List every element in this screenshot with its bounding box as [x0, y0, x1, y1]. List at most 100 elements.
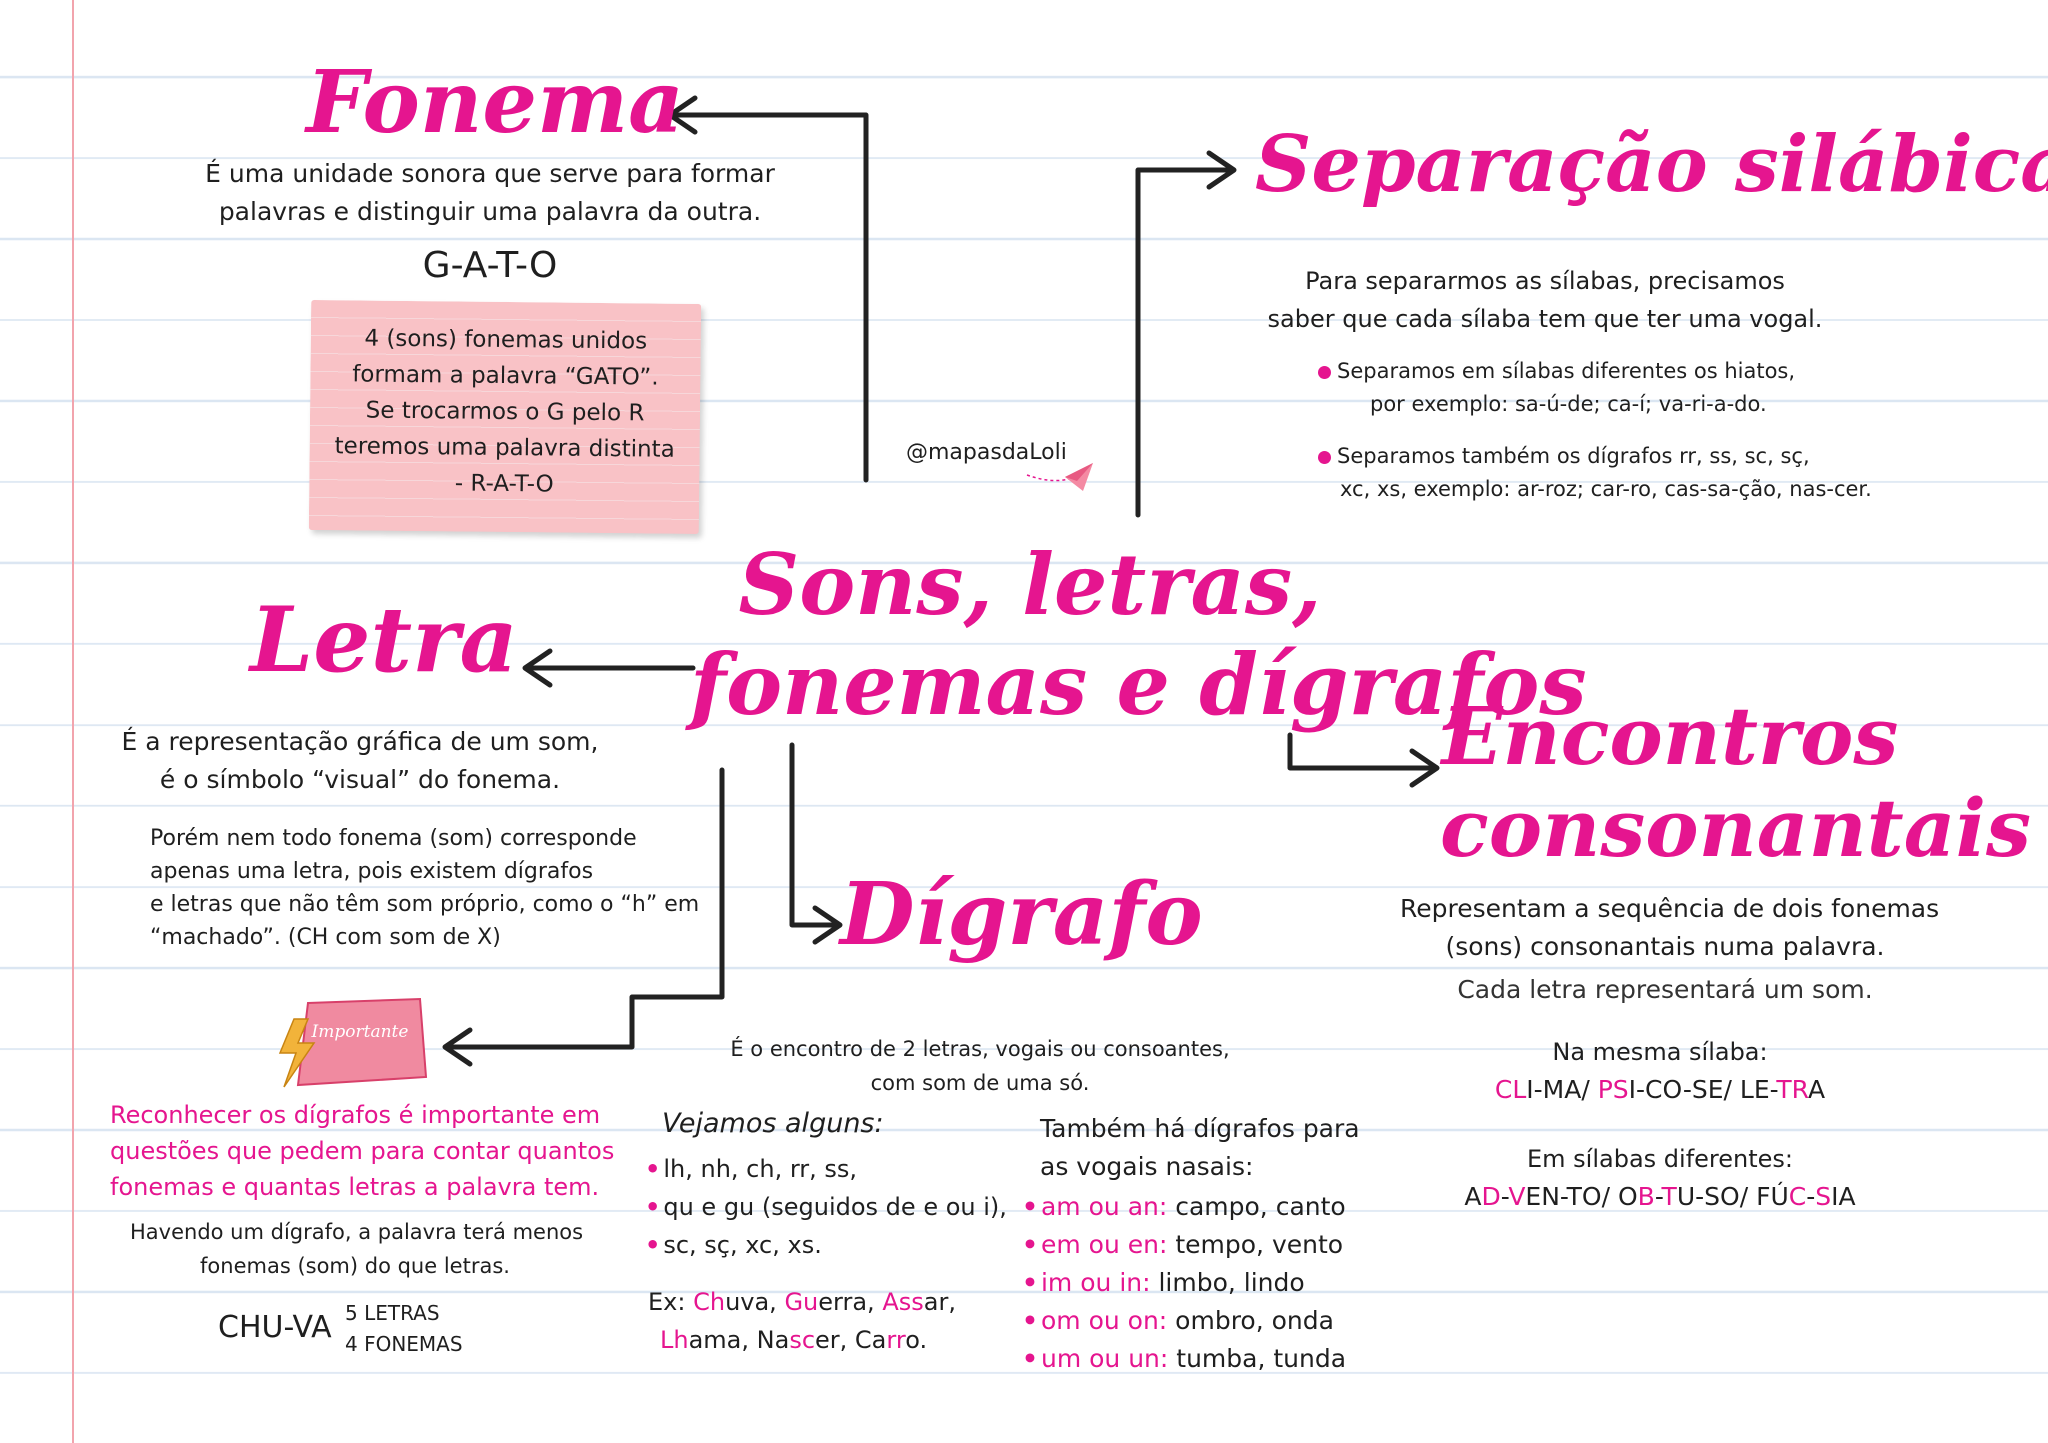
nasal-example: campo, canto — [1167, 1192, 1346, 1221]
highlight: Lh — [660, 1326, 689, 1354]
encontros-description: Representam a sequência de dois fonemas … — [1400, 890, 1940, 966]
center-title: Sons, letras, fonemas e dígrafos — [690, 535, 1587, 735]
digrafo-nasal-list: •am ou an: campo, canto •em ou en: tempo… — [1022, 1188, 1346, 1378]
letra-desc-line-1: É a representação gráfica de um som, — [121, 727, 599, 756]
fonema-desc-line-2: palavras e distinguir uma palavra da out… — [218, 197, 762, 226]
fonema-note-card: 4 (sons) fonemas unidos formam a palavra… — [308, 299, 702, 535]
example-letters-count: 5 LETRAS — [345, 1301, 440, 1325]
nasal-key: em ou en: — [1040, 1230, 1168, 1259]
text-part: Ca — [854, 1326, 887, 1354]
digrafo-desc-line-2: com som de uma só. — [870, 1071, 1090, 1095]
text-part: EN-TO/ O — [1525, 1182, 1638, 1211]
text-part: I-CO-SE/ LE- — [1628, 1075, 1777, 1104]
digrafo-desc-line-1: É o encontro de 2 letras, vogais ou cons… — [730, 1037, 1230, 1061]
nasal-example: tempo, vento — [1167, 1230, 1344, 1259]
encontros-desc2: Cada letra representará um som. — [1457, 975, 1873, 1004]
text-part: - — [1806, 1182, 1816, 1211]
encontros-same-label: Na mesma sílaba: — [1552, 1038, 1768, 1066]
highlight-d: D — [1481, 1182, 1501, 1211]
fonema-desc-line-1: É uma unidade sonora que serve para form… — [205, 159, 775, 188]
notebook-margin-line — [72, 0, 74, 1443]
nasal-key: om ou on: — [1040, 1306, 1168, 1335]
importante-badge-label: Importante — [311, 1022, 409, 1042]
text-part: - — [1500, 1182, 1509, 1211]
highlight: sc — [789, 1326, 816, 1354]
highlight-b: B — [1637, 1182, 1655, 1211]
digrafo-title: Dígrafo — [840, 864, 1203, 965]
fonema-note-line-3: Se trocarmos o G pelo R — [365, 397, 645, 427]
separacao-bullet-1-line-1: Separamos em sílabas diferentes os hiato… — [1337, 359, 1796, 383]
highlight-tr: TR — [1776, 1075, 1809, 1104]
fonema-note-line-1: 4 (sons) fonemas unidos — [364, 325, 648, 355]
highlight: Ch — [693, 1288, 726, 1316]
highlight-cl: CL — [1494, 1075, 1527, 1104]
letra-title: Letra — [250, 587, 518, 693]
text-part: U-SO/ FÚ — [1676, 1182, 1789, 1211]
importante-text-line-1: Reconhecer os dígrafos é importante em — [110, 1101, 601, 1129]
letra-detail: Porém nem todo fonema (som) corresponde … — [150, 822, 699, 954]
encontros-desc-line-1: Representam a sequência de dois fonemas — [1400, 894, 1940, 923]
fonema-note-line-5: - R-A-T-O — [454, 470, 554, 498]
importante-detail-line-2: fonemas (som) do que letras. — [200, 1254, 510, 1278]
nasal-title-line-1: Também há dígrafos para — [1040, 1114, 1360, 1143]
importante-example-counts: 5 LETRAS 4 FONEMAS — [345, 1298, 463, 1360]
highlight: Gu — [784, 1288, 819, 1316]
letra-detail-line-2: apenas uma letra, pois existem dígrafos — [150, 859, 594, 884]
digrafo-description: É o encontro de 2 letras, vogais ou cons… — [700, 1032, 1260, 1100]
separacao-desc-line-2: saber que cada sílaba tem que ter uma vo… — [1267, 305, 1823, 333]
arrow-to-importante — [444, 767, 725, 1050]
text-part: uva, — [725, 1288, 785, 1316]
importante-text: Reconhecer os dígrafos é importante em q… — [110, 1097, 615, 1205]
letra-desc-line-2: é o símbolo “visual” do fonema. — [159, 765, 561, 794]
digrafo-list-item-1: lh, nh, ch, rr, ss, — [663, 1155, 858, 1183]
highlight-v: V — [1508, 1182, 1526, 1211]
watermark: @mapasdaLoli — [906, 440, 1067, 465]
nasal-key: am ou an: — [1040, 1192, 1168, 1221]
letra-detail-line-1: Porém nem todo fonema (som) corresponde — [150, 826, 637, 851]
badge-shape — [296, 997, 428, 1087]
text-part: IA — [1831, 1182, 1856, 1211]
fonema-example: G-A-T-O — [422, 245, 558, 286]
bullet-dot: • — [1022, 1192, 1038, 1221]
digrafo-nasal-title: Também há dígrafos para as vogais nasais… — [1040, 1110, 1360, 1186]
bullet-dot: • — [1022, 1230, 1038, 1259]
highlight-c: C — [1788, 1182, 1807, 1211]
importante-detail-line-1: Havendo um dígrafo, a palavra terá menos — [130, 1220, 584, 1244]
watermark-text: @mapasdaLoli — [906, 440, 1067, 465]
nasal-key: um ou un: — [1040, 1344, 1169, 1373]
digrafo-list-item-3: sc, sç, xc, xs. — [663, 1231, 822, 1259]
text-part: A — [1464, 1182, 1482, 1211]
bullet-dot: • — [645, 1155, 661, 1183]
separacao-desc-line-1: Para separarmos as sílabas, precisamos — [1305, 267, 1785, 295]
bullet-dot — [1318, 365, 1331, 379]
text-part: A — [1808, 1075, 1826, 1104]
text-part: ama, — [688, 1326, 757, 1354]
highlight-t: T — [1661, 1182, 1677, 1211]
text-part: o. — [905, 1326, 928, 1354]
arrow-to-digrafo — [789, 742, 841, 928]
importante-text-line-2: questões que pedem para contar quantos — [110, 1137, 615, 1165]
fonema-description: É uma unidade sonora que serve para form… — [190, 155, 790, 231]
letra-detail-line-3: e letras que não têm som próprio, como o… — [150, 892, 700, 917]
example-phonemes-count: 4 FONEMAS — [345, 1332, 463, 1356]
importante-example-word: CHU-VA — [218, 1310, 332, 1345]
nasal-example: tumba, tunda — [1168, 1344, 1347, 1373]
importante-badge — [278, 997, 428, 1088]
separacao-bullet-1: Separamos em sílabas diferentes os hiato… — [1318, 355, 1795, 421]
text-part: - — [1654, 1182, 1662, 1211]
paper-plane-icon — [1026, 463, 1093, 491]
arrow-to-fonema — [669, 112, 869, 483]
center-title-line-2: fonemas e dígrafos — [690, 635, 1587, 734]
nasal-key: im ou in: — [1040, 1268, 1151, 1297]
text-part: erra, — [818, 1288, 883, 1316]
bullet-dot: • — [1022, 1268, 1038, 1297]
arrow-to-encontros — [1287, 732, 1438, 771]
text-part: Na — [756, 1326, 790, 1354]
center-title-line-1: Sons, letras, — [738, 535, 1322, 634]
lightning-icon — [278, 1018, 316, 1088]
encontros-diff-label: Em sílabas diferentes: — [1527, 1145, 1793, 1173]
digrafo-ex-label: Ex: — [648, 1288, 694, 1316]
separacao-bullet-2-line-1: Separamos também os dígrafos rr, ss, sc,… — [1337, 444, 1810, 468]
highlight: ss — [898, 1288, 924, 1316]
